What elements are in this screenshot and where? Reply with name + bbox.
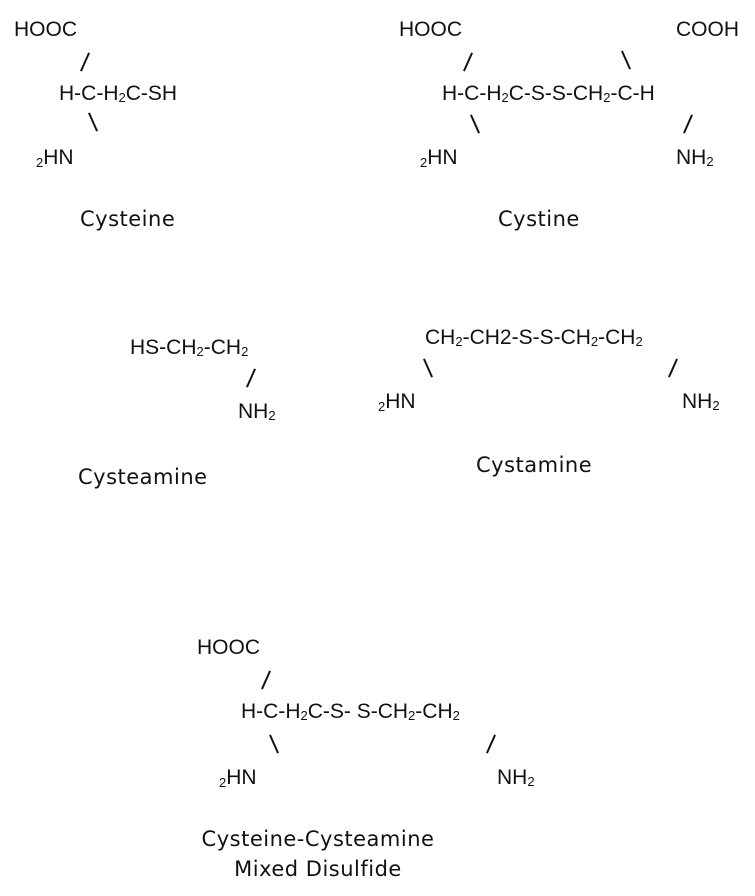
cystine-hooc-label: HOOC — [399, 18, 462, 41]
cysteamine-name: Cysteamine — [78, 465, 208, 489]
mixed-bond-hooc — [261, 670, 271, 690]
cystine-backbone-part-a: H-C-H — [442, 82, 502, 105]
cysteine-backbone-part-a: H-C-H — [59, 82, 119, 105]
cystamine-amine-right-label: NH2 — [682, 390, 720, 414]
cysteamine-amine-sub: 2 — [268, 408, 276, 423]
cystine-backbone-part-c: -C-H — [610, 82, 655, 105]
cystine-cooh-label: COOH — [676, 18, 739, 41]
cystine-amine-right-text: NH — [676, 146, 707, 169]
cystine-bond-hooc — [463, 52, 473, 72]
mixed-bond-amine-right — [486, 734, 496, 754]
cysteamine-backbone-part-a: HS-CH — [130, 336, 197, 359]
mixed-backbone-sub-1: 2 — [300, 708, 308, 723]
mixed-backbone-part-c: -CH — [415, 700, 453, 723]
cysteine-bond-amine — [88, 112, 98, 132]
cysteine-name: Cysteine — [80, 207, 176, 231]
cysteamine-amine-text: NH — [238, 400, 269, 423]
cystamine-backbone-part-b: -CH2-S-S-CH — [462, 326, 591, 349]
mixed-backbone-part-a: H-C-H — [241, 700, 301, 723]
mixed-name-line1: Cysteine-Cysteamine — [201, 827, 435, 851]
cystine-amine-left-sub: 2 — [420, 155, 428, 170]
cystamine-backbone: CH2-CH2-S-S-CH2-CH2 — [425, 326, 643, 350]
mixed-amine-right-text: NH — [497, 766, 528, 789]
cystamine-amine-left-label: 2HN — [378, 390, 416, 416]
cysteamine-bond-amine — [246, 368, 256, 388]
cystamine-amine-left-sub: 2 — [378, 399, 386, 414]
cystine-backbone: H-C-H2C-S-S-CH2-C-H — [442, 82, 655, 106]
mixed-backbone: H-C-H2C-S- S-CH2-CH2 — [241, 700, 460, 724]
cystine-amine-left-label: 2HN — [420, 146, 458, 172]
cystine-bond-amine-left — [470, 114, 480, 134]
cystine-bond-cooh — [621, 50, 631, 70]
cystine-amine-right-label: NH2 — [676, 146, 714, 170]
mixed-amine-left-sub: 2 — [219, 775, 227, 790]
cystamine-amine-right-sub: 2 — [712, 398, 720, 413]
cystamine-amine-right-text: NH — [682, 390, 713, 413]
cysteine-amine-text: HN — [43, 146, 74, 169]
cysteine-amine-sub: 2 — [36, 155, 44, 170]
mixed-amine-right-sub: 2 — [527, 774, 535, 789]
mixed-bond-amine-left — [269, 734, 279, 754]
cysteamine-backbone-sub-1: 2 — [196, 344, 204, 359]
cysteine-backbone: H-C-H2C-SH — [59, 82, 177, 106]
mixed-backbone-part-b: C-S- S-CH — [307, 700, 409, 723]
cysteamine-amine-label: NH2 — [238, 400, 276, 424]
mixed-amine-left-label: 2HN — [219, 766, 257, 792]
cysteine-amine-label: 2HN — [36, 146, 74, 172]
cystamine-bond-amine-left — [423, 358, 433, 378]
cysteine-bond-hooc — [80, 52, 90, 72]
mixed-hooc-label: HOOC — [197, 636, 260, 659]
cysteamine-backbone-part-b: -CH — [203, 336, 242, 359]
cystamine-bond-amine-right — [668, 358, 678, 378]
cystamine-name: Cystamine — [476, 453, 593, 477]
cystine-name: Cystine — [498, 207, 580, 231]
cystamine-backbone-sub-2: 2 — [590, 334, 599, 349]
cystine-backbone-part-b: C-S-S-CH — [508, 82, 604, 105]
cystine-amine-left-text: HN — [427, 146, 458, 169]
cystine-backbone-sub-1: 2 — [501, 90, 509, 105]
mixed-amine-left-text: HN — [226, 766, 257, 789]
cystamine-backbone-sub-3: 2 — [635, 334, 643, 349]
cystamine-backbone-sub-1: 2 — [455, 334, 463, 349]
mixed-amine-right-label: NH2 — [497, 766, 535, 790]
cystamine-amine-left-text: HN — [385, 390, 416, 413]
cysteine-backbone-sub: 2 — [118, 90, 126, 105]
cysteamine-backbone-sub-2: 2 — [241, 344, 249, 359]
cysteine-backbone-part-b: C-SH — [125, 82, 178, 105]
cystamine-backbone-part-a: CH — [425, 326, 456, 349]
mixed-name-line2: Mixed Disulfide — [234, 857, 402, 881]
cysteine-hooc-label: HOOC — [14, 18, 77, 41]
cystamine-backbone-part-c: -CH — [598, 326, 636, 349]
cystine-amine-right-sub: 2 — [706, 154, 714, 169]
cystine-bond-amine-right — [683, 114, 693, 134]
cystine-backbone-sub-2: 2 — [603, 90, 611, 105]
cysteamine-backbone: HS-CH2-CH2 — [130, 336, 248, 360]
mixed-backbone-sub-2: 2 — [408, 708, 416, 723]
mixed-backbone-sub-3: 2 — [452, 708, 460, 723]
